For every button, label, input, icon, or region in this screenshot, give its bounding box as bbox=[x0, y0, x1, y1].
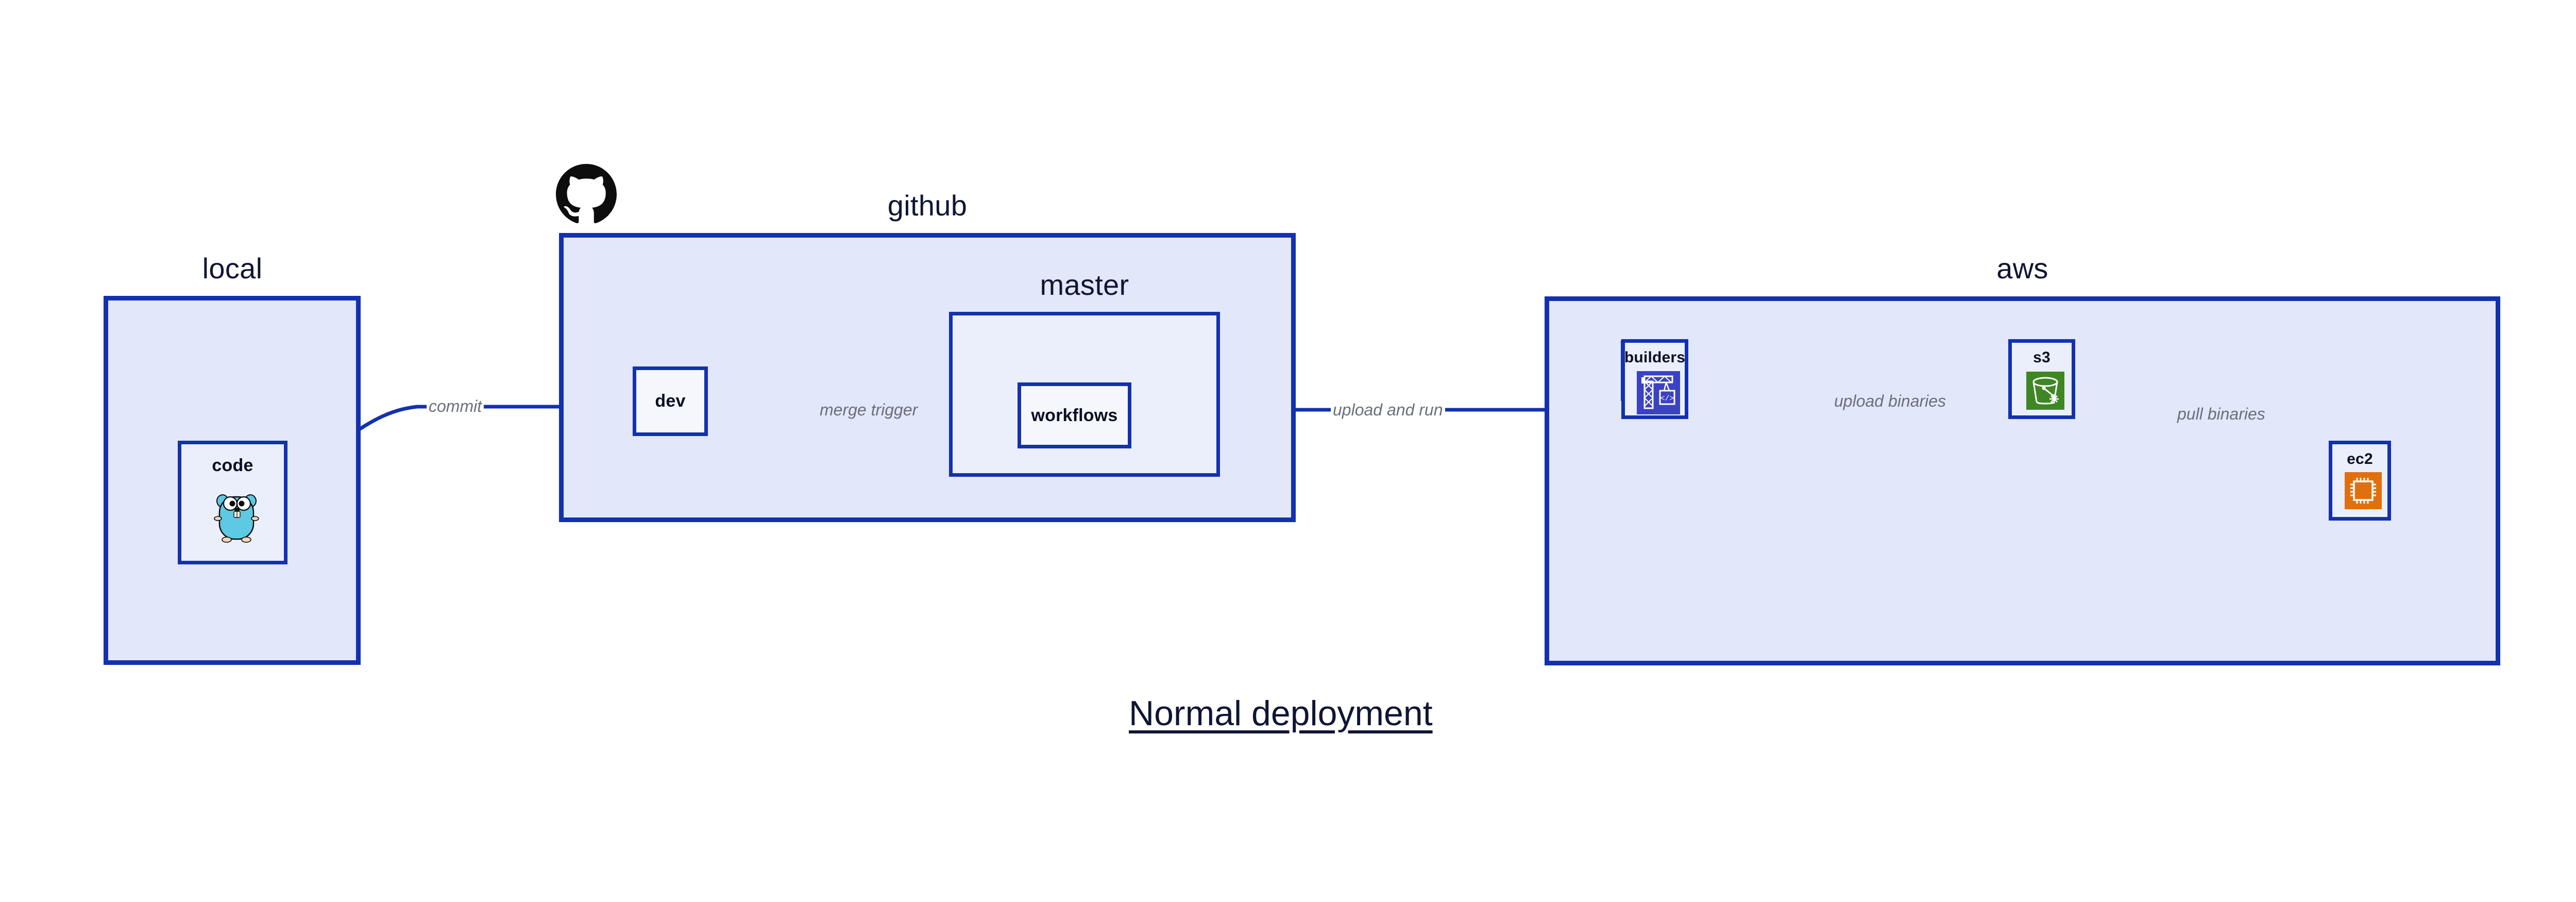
group-label-master: master bbox=[1040, 269, 1129, 301]
aws-codebuild-icon: </> bbox=[1637, 371, 1680, 414]
node-label-dev: dev bbox=[655, 391, 686, 411]
github-octocat-icon bbox=[555, 164, 617, 225]
group-label-aws: aws bbox=[1996, 252, 2048, 285]
group-box-local bbox=[104, 296, 361, 665]
edge-label-merge-trigger: merge trigger bbox=[818, 400, 920, 420]
node-code[interactable]: code bbox=[178, 441, 287, 564]
node-workflows[interactable]: workflows bbox=[1018, 382, 1131, 448]
edge-label-pull-binaries: pull binaries bbox=[2175, 405, 2267, 424]
node-builders-block[interactable]: builders </> bbox=[1621, 339, 1688, 419]
go-gopher-icon bbox=[212, 487, 261, 547]
diagram-title: Normal deployment bbox=[1129, 694, 1433, 733]
node-label-builders: builders bbox=[1624, 349, 1686, 366]
aws-s3-bucket-icon bbox=[2026, 372, 2064, 410]
group-label-github: github bbox=[887, 189, 968, 222]
group-label-local: local bbox=[202, 252, 263, 285]
node-label-s3: s3 bbox=[2033, 349, 2050, 366]
svg-text:</>: </> bbox=[1660, 394, 1674, 403]
node-label-code: code bbox=[212, 456, 253, 475]
node-dev[interactable]: dev bbox=[633, 366, 708, 436]
node-label-ec2: ec2 bbox=[2347, 450, 2373, 467]
edge-label-upload-binaries: upload binaries bbox=[1832, 392, 1948, 411]
node-label-workflows: workflows bbox=[1031, 405, 1118, 425]
aws-ec2-chip-icon bbox=[2345, 472, 2382, 509]
node-s3[interactable]: s3 bbox=[2008, 339, 2075, 419]
node-ec2[interactable]: ec2 bbox=[2329, 441, 2391, 521]
edge-label-upload-and-run: upload and run bbox=[1331, 400, 1445, 420]
edge-label-commit: commit bbox=[427, 397, 484, 416]
